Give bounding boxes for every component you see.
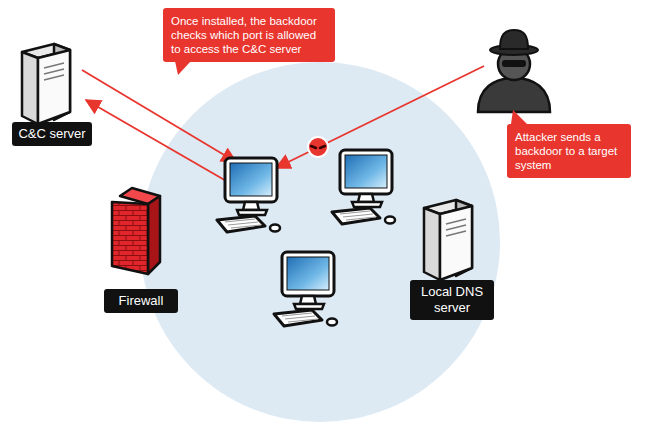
- red-arrow: [82, 70, 236, 162]
- callout-tail: [175, 61, 195, 76]
- malware-bug: [308, 137, 328, 157]
- red-arrow: [86, 100, 228, 182]
- label-box: C&C server: [12, 122, 92, 146]
- firewall-front: [112, 202, 148, 274]
- node-text: Once installed, the backdoor checks whic…: [171, 14, 327, 56]
- target-computer: [217, 158, 280, 232]
- attacker-figure: [478, 30, 550, 112]
- node-text: C&C server: [18, 126, 86, 142]
- firewall-side: [148, 196, 160, 274]
- attacker-glasses: [502, 60, 526, 67]
- label-box: Local DNS server: [410, 280, 494, 320]
- cc-server-icon: [22, 44, 70, 124]
- callout-tail: [511, 110, 531, 125]
- bug-body: [308, 137, 328, 157]
- callout-tail-shape: [175, 61, 191, 75]
- callout-box: Attacker sends a backdoor to a target sy…: [507, 124, 631, 178]
- computer: [332, 150, 395, 224]
- node-text: Firewall: [110, 293, 172, 309]
- label-box: Firewall: [104, 289, 178, 313]
- computer: [274, 252, 337, 326]
- callout-box: Once installed, the backdoor checks whic…: [163, 8, 335, 62]
- network-zone: [140, 62, 500, 422]
- callout-tail-shape: [511, 110, 527, 124]
- bug-eyes: [311, 146, 325, 148]
- node-text: Local DNS server: [416, 284, 488, 316]
- dns-server-icon: [424, 200, 472, 280]
- attacker-hat: [500, 30, 528, 49]
- node-text: Attacker sends a backdoor to a target sy…: [515, 130, 623, 172]
- firewall-icon: [112, 188, 160, 274]
- attacker-body: [478, 78, 550, 112]
